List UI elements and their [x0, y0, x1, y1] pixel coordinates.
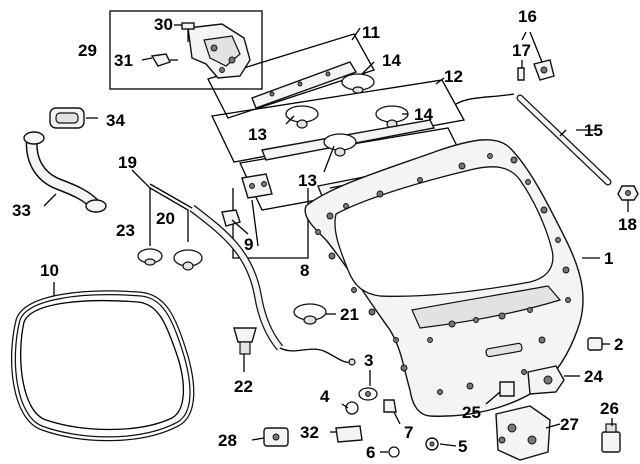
bumper-21	[293, 303, 327, 325]
bracket-32	[335, 425, 363, 443]
switch-25	[499, 381, 515, 397]
sensor-16	[533, 59, 555, 81]
callout-14b: 14	[414, 105, 433, 124]
callout-18: 18	[618, 215, 637, 234]
callout-20: 20	[156, 209, 175, 228]
bumper-22	[233, 327, 257, 355]
callout-13a: 13	[248, 125, 267, 144]
latch-assembly	[187, 23, 251, 79]
plug-13b	[323, 133, 357, 157]
camera-26	[601, 423, 621, 453]
group-box-12	[211, 79, 466, 163]
liftgate-panel-1	[304, 139, 584, 417]
callout-11: 11	[362, 23, 380, 42]
clip-17	[517, 67, 525, 81]
handle-switch-24	[527, 365, 565, 395]
callout-19: 19	[118, 153, 137, 172]
group-box-11	[207, 33, 375, 119]
callout-10: 10	[40, 261, 59, 280]
callout-3: 3	[364, 351, 373, 370]
callout-labels: 1 2 3 4 5 6 7 8 9 10 11 12 13 13 14 14 1…	[12, 7, 637, 462]
nut-5	[425, 437, 439, 451]
callout-27: 27	[560, 415, 579, 434]
hose-33	[23, 131, 107, 213]
panel-holes	[315, 153, 571, 395]
plug-13a	[285, 105, 319, 129]
callout-24: 24	[584, 367, 603, 386]
leader-lines	[43, 24, 629, 453]
callout-33: 33	[12, 201, 31, 220]
callout-2: 2	[614, 335, 623, 354]
bolt-30	[181, 22, 195, 42]
nut-18	[617, 185, 639, 201]
callout-14a: 14	[382, 51, 401, 70]
grommet-23	[137, 248, 163, 266]
callout-32: 32	[300, 423, 319, 442]
callout-22: 22	[234, 377, 253, 396]
weatherstrip-10	[11, 290, 195, 442]
callout-12: 12	[444, 67, 463, 86]
callout-26: 26	[600, 399, 619, 418]
callout-1: 1	[604, 249, 613, 268]
callout-16: 16	[518, 7, 537, 26]
latch-27	[495, 405, 551, 461]
plug-6	[388, 446, 400, 458]
lamp-28	[263, 427, 289, 447]
hinge-8	[241, 173, 273, 199]
callout-30: 30	[154, 15, 173, 34]
clip-7	[383, 399, 397, 413]
plug-14a	[341, 73, 375, 94]
handle-cover-34	[49, 107, 85, 129]
clip-31	[150, 53, 178, 67]
grommet-3	[358, 387, 378, 401]
callout-4: 4	[320, 387, 330, 406]
callout-21: 21	[340, 305, 359, 324]
callout-29: 29	[78, 41, 97, 60]
callout-6: 6	[366, 443, 375, 462]
callout-34: 34	[106, 111, 125, 130]
plug-4	[345, 401, 359, 415]
callout-17: 17	[512, 41, 531, 60]
callout-31: 31	[114, 51, 133, 70]
group-box-29	[109, 10, 263, 90]
garnish-strip-11	[251, 61, 358, 109]
bracket-9	[221, 209, 241, 227]
callout-8: 8	[300, 261, 309, 280]
channel-19	[189, 204, 356, 366]
callout-5: 5	[458, 437, 467, 456]
callout-25: 25	[462, 403, 481, 422]
grommet-20	[173, 249, 203, 271]
callout-9: 9	[244, 235, 253, 254]
callout-28: 28	[218, 431, 237, 450]
callout-13b: 13	[298, 171, 317, 190]
callout-7: 7	[404, 423, 413, 442]
callout-23: 23	[116, 221, 135, 240]
callout-15: 15	[584, 121, 603, 140]
plug-2	[587, 337, 603, 351]
gas-strut-15	[455, 93, 612, 186]
